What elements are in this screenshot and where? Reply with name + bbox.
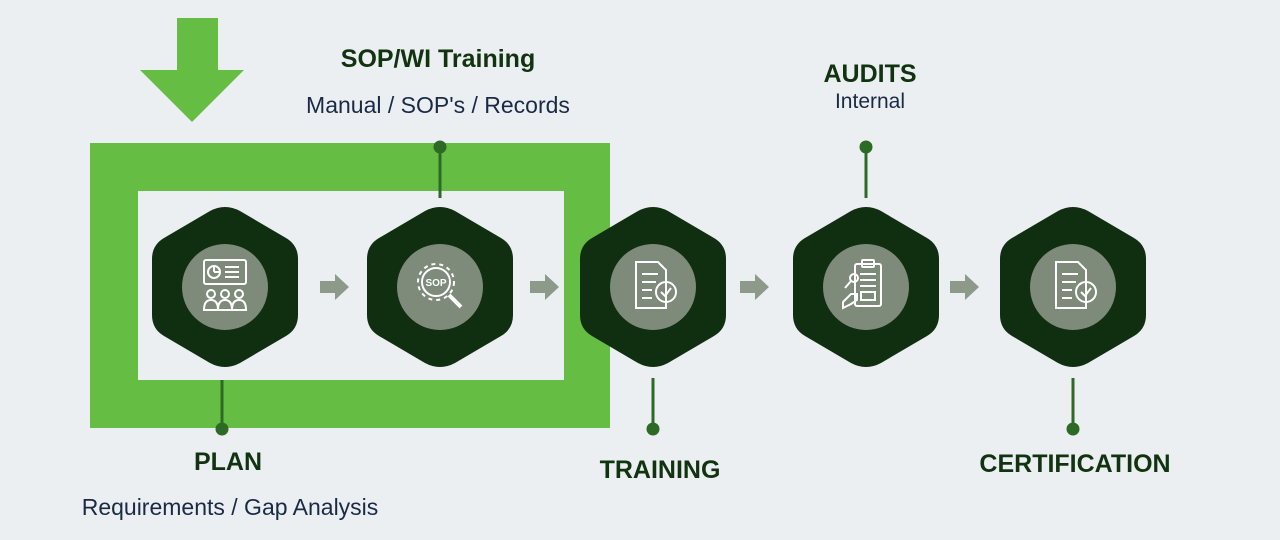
sop-gear-magnifier-icon: SOP <box>397 244 483 330</box>
connector-dot-plan <box>215 422 229 436</box>
stage-title-sop-training: SOP/WI Training <box>340 45 536 73</box>
stage-training <box>578 207 728 367</box>
connector-dot-sop <box>433 140 447 154</box>
sop-badge-label: SOP <box>425 278 446 289</box>
stage-subtitle-plan: Requirements / Gap Analysis <box>81 494 379 520</box>
stage-sop-training: SOP <box>365 207 515 367</box>
arrow-right-icon <box>530 274 559 300</box>
checklist-document-icon <box>610 244 696 330</box>
stage-title-plan: PLAN <box>193 448 263 476</box>
connector-dot-audits <box>859 140 873 154</box>
stage-plan <box>150 207 300 367</box>
arrow-right-icon <box>320 274 349 300</box>
stage-title-certification: CERTIFICATION <box>979 450 1171 478</box>
arrow-right-icon <box>950 274 979 300</box>
presentation-icon <box>182 244 268 330</box>
stage-subtitle-audits: Internal <box>834 90 906 113</box>
clipboard-audit-icon <box>823 244 909 330</box>
stage-title-audits: AUDITS <box>823 60 917 88</box>
connector-dot-training <box>646 422 660 436</box>
stage-audits <box>791 207 941 367</box>
connector-dot-certification <box>1066 422 1080 436</box>
certificate-document-icon <box>1030 244 1116 330</box>
stage-subtitle-sop-training: Manual / SOP's / Records <box>306 92 570 118</box>
stage-title-training: TRAINING <box>599 456 721 484</box>
stage-certification <box>998 207 1148 367</box>
down-arrow-icon <box>140 18 244 122</box>
arrow-right-icon <box>740 274 769 300</box>
